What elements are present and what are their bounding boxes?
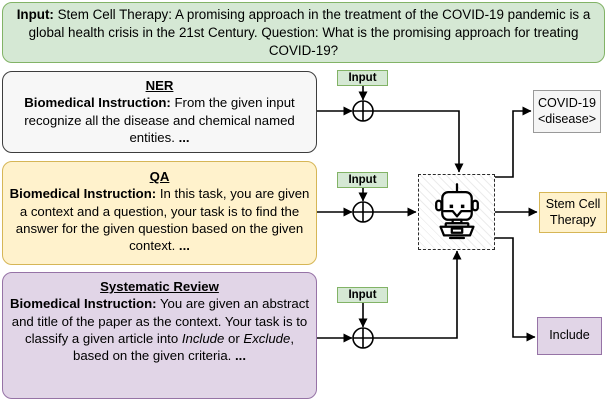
output-line: Stem Cell (545, 196, 601, 211)
task-text-qa: Biomedical Instruction: In this task, yo… (9, 186, 310, 254)
model-to-ner-output-arrow (493, 106, 532, 178)
task-text-systematic-review: Biomedical Instruction: You are given an… (9, 296, 310, 364)
task-title-ner: NER (145, 78, 174, 93)
model-box (418, 174, 495, 250)
task-text-ner: Biomedical Instruction: From the given i… (24, 95, 295, 145)
plus-junction-icon (352, 201, 374, 223)
input-badge-1: Input (337, 70, 388, 86)
input-badge-label: Input (348, 174, 377, 186)
output-box-ner: COVID-19 <disease> (533, 90, 601, 133)
task-title-qa: QA (149, 169, 170, 184)
task-box-qa: QA Biomedical Instruction: In this task,… (2, 161, 317, 265)
robot-icon (434, 183, 479, 240)
input-badge-label: Input (348, 72, 377, 84)
plus-junction-icon (352, 327, 374, 349)
input-label: Input: (16, 7, 54, 22)
task-title-systematic-review: Systematic Review (100, 279, 219, 294)
input-box: Input: Stem Cell Therapy: A promising ap… (2, 2, 605, 63)
output-line: Therapy (549, 212, 597, 227)
junction3-to-model-arrow (373, 250, 462, 339)
junction1-to-model-arrow (373, 110, 464, 173)
task-box-systematic-review: Systematic Review Biomedical Instruction… (2, 272, 317, 399)
output-line: COVID-19 (537, 95, 597, 110)
task-box-ner: NER Biomedical Instruction: From the giv… (2, 71, 317, 153)
model-to-sr-output-arrow (493, 237, 536, 342)
input-badge-2: Input (337, 172, 388, 188)
input-badge-3: Input (337, 287, 388, 303)
input-badge-label: Input (348, 289, 377, 301)
output-box-systematic-review: Include (537, 317, 602, 355)
output-line: <disease> (537, 111, 597, 126)
output-line: Include (549, 328, 590, 343)
output-box-qa: Stem Cell Therapy (539, 192, 607, 233)
input-text: Stem Cell Therapy: A promising approach … (28, 7, 591, 59)
plus-junction-icon (352, 100, 374, 122)
